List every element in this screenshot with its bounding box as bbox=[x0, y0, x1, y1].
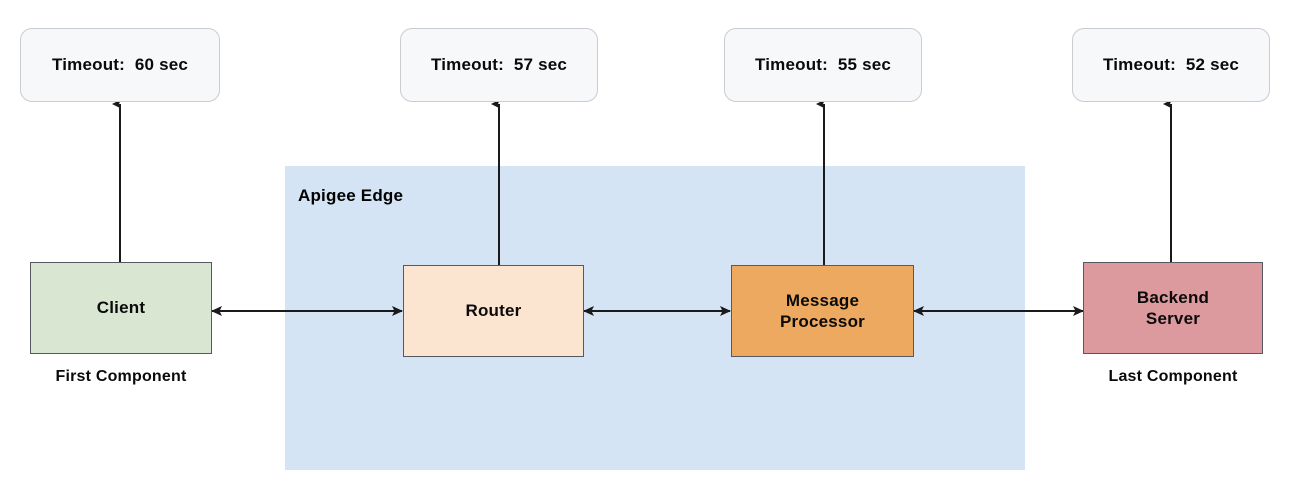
node-client-label: Client bbox=[96, 298, 146, 318]
caption-last-component: Last Component bbox=[1108, 368, 1238, 385]
node-router-label: Router bbox=[465, 301, 522, 321]
callout-backend-timeout-text: Timeout: 52 sec bbox=[1102, 55, 1240, 74]
callout-client-timeout-text: Timeout: 60 sec bbox=[51, 55, 189, 74]
node-client: Client bbox=[30, 262, 212, 354]
callout-router-timeout-text: Timeout: 57 sec bbox=[430, 55, 568, 74]
callout-router-timeout: Timeout: 57 sec bbox=[400, 28, 598, 102]
callout-backend-timeout: Timeout: 52 sec bbox=[1072, 28, 1270, 102]
callout-client-timeout: Timeout: 60 sec bbox=[20, 28, 220, 102]
apigee-edge-label: Apigee Edge bbox=[298, 186, 404, 205]
callout-mp-timeout: Timeout: 55 sec bbox=[724, 28, 922, 102]
caption-first-component: First Component bbox=[55, 368, 187, 385]
callout-mp-timeout-text: Timeout: 55 sec bbox=[754, 55, 892, 74]
apigee-edge-zone bbox=[285, 166, 1025, 470]
node-router: Router bbox=[403, 265, 584, 357]
